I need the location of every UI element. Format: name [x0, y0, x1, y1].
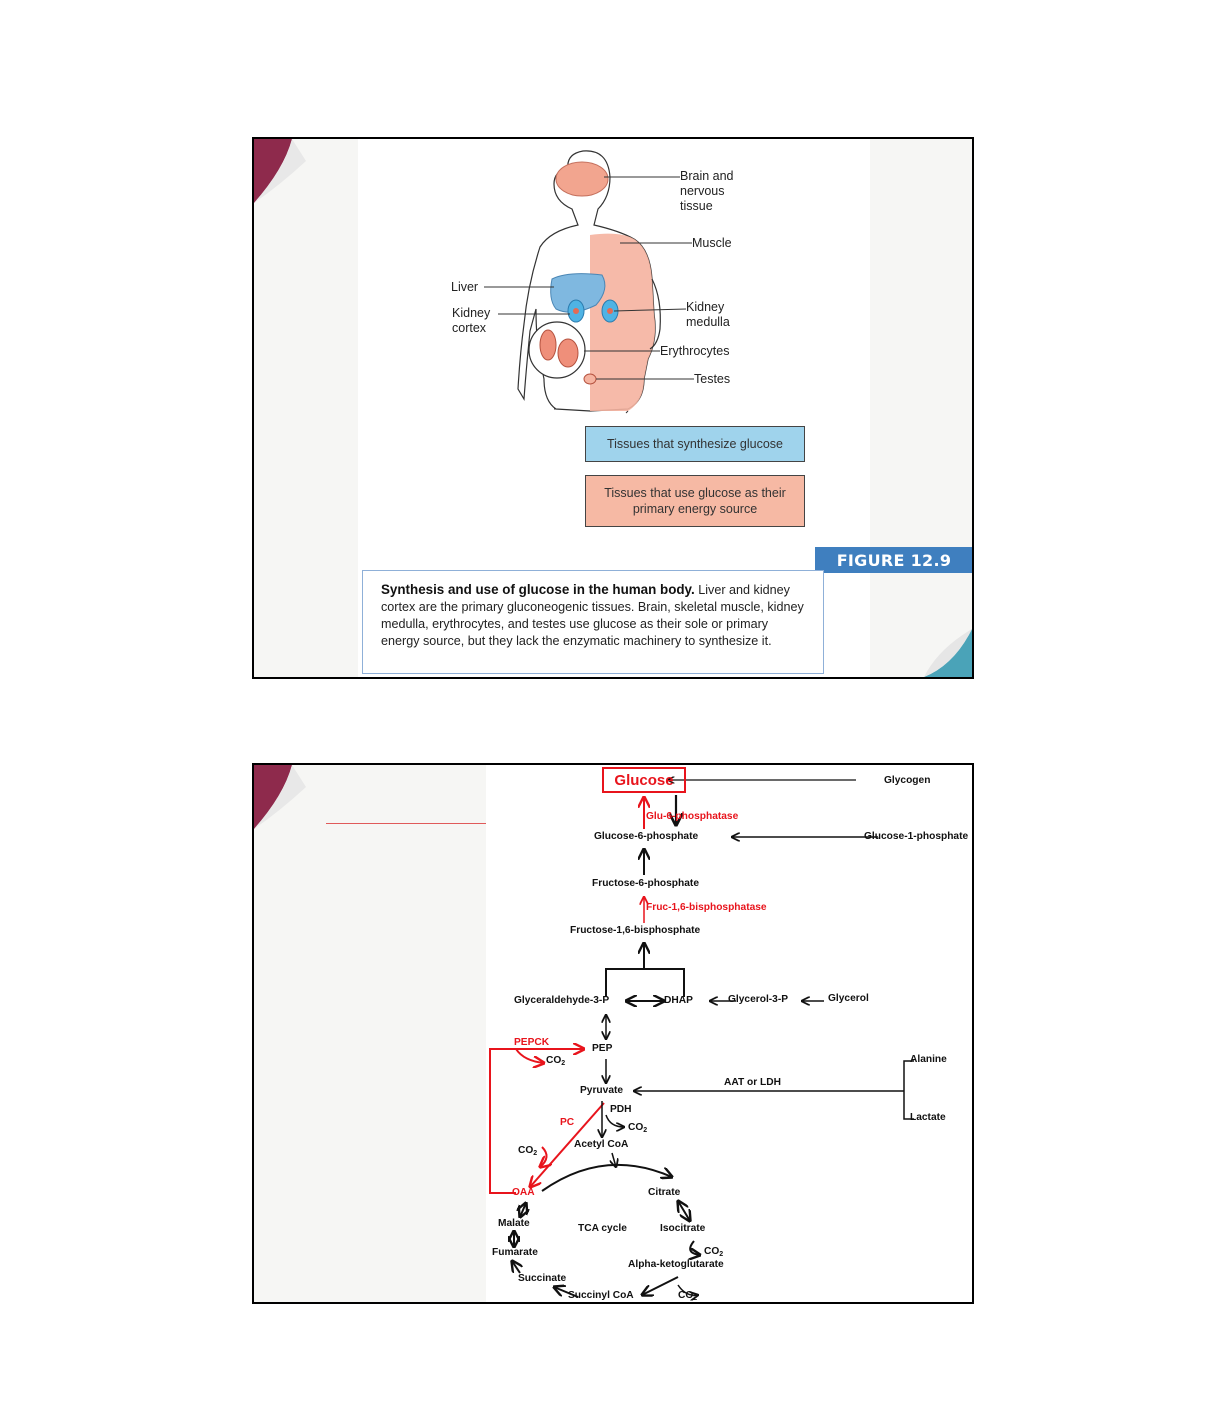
label-liver: Liver	[451, 280, 479, 294]
figure-tag: FIGURE 12.9	[815, 547, 972, 573]
label-brain: Brain and nervous tissue	[680, 169, 734, 213]
node-dhap: DHAP	[664, 995, 693, 1006]
node-alanine: Alanine	[910, 1054, 947, 1065]
co2-sub: 2	[533, 1150, 538, 1157]
enzyme-glu6phosphatase: Glu-6-phosphatase	[646, 811, 739, 822]
co2-text: CO	[628, 1122, 644, 1133]
node-glycerol: Glycerol	[828, 993, 869, 1004]
body-illustration	[484, 150, 694, 414]
node-acetyl-coa: Acetyl CoA	[574, 1139, 629, 1150]
label-kidney-cortex: Kidney cortex	[452, 306, 491, 335]
node-glycerol-3-p: Glycerol-3-P	[728, 994, 789, 1005]
caption-text: Liver and kidney cortex are the primary …	[381, 583, 804, 648]
node-succinate: Succinate	[518, 1273, 567, 1284]
co2-pepck: CO2	[546, 1055, 566, 1067]
node-glycogen: Glycogen	[884, 775, 931, 786]
node-glucose-6-phosphate: Glucose-6-phosphate	[594, 831, 699, 842]
page-curl-decoration	[254, 765, 306, 829]
pathway-arrows-main	[489, 765, 914, 1302]
slide-glucose-tissues: Brain and nervous tissue Muscle Liver Ki…	[252, 137, 974, 679]
co2-sub: 2	[719, 1251, 724, 1258]
legend-use-glucose: Tissues that use glucose as their primar…	[585, 475, 805, 527]
pathway-diagram: Glucose Glycogen Glu-6-phosphatase Gluco…	[486, 765, 972, 1302]
co2-pc: CO2	[518, 1145, 538, 1157]
node-alpha-ketoglutarate: Alpha-ketoglutarate	[628, 1259, 724, 1270]
node-citrate: Citrate	[648, 1187, 681, 1198]
co2-text: CO	[518, 1145, 534, 1156]
label-erythrocytes: Erythrocytes	[660, 344, 730, 358]
co2-text: CO	[546, 1055, 562, 1066]
page-curl-decoration	[254, 139, 306, 203]
label-muscle: Muscle	[692, 236, 732, 250]
node-oaa: OAA	[512, 1187, 535, 1198]
co2-succinyl: CO2	[678, 1290, 698, 1302]
node-malate: Malate	[498, 1218, 530, 1229]
slide-gluconeogenesis-pathway: Glucose Glycogen Glu-6-phosphatase Gluco…	[252, 763, 974, 1304]
co2-sub: 2	[643, 1127, 648, 1134]
node-fructose-6-phosphate: Fructose-6-phosphate	[592, 878, 699, 889]
node-lactate: Lactate	[910, 1112, 946, 1123]
title-underline	[326, 823, 486, 824]
node-isocitrate: Isocitrate	[660, 1223, 706, 1234]
legend-synthesize-glucose: Tissues that synthesize glucose	[585, 426, 805, 462]
node-fumarate: Fumarate	[492, 1247, 538, 1258]
node-glyceraldehyde-3-p: Glyceraldehyde-3-P	[514, 995, 610, 1006]
co2-sub: 2	[693, 1295, 698, 1302]
label-testes: Testes	[694, 372, 731, 386]
enzyme-aat-ldh: AAT or LDH	[724, 1077, 781, 1088]
enzyme-pdh: PDH	[610, 1104, 632, 1115]
enzyme-pc: PC	[560, 1117, 575, 1128]
enzyme-pepck: PEPCK	[514, 1037, 550, 1048]
co2-text: CO	[678, 1290, 694, 1301]
node-pyruvate: Pyruvate	[580, 1085, 624, 1096]
label-kidney-medulla: Kidney medulla	[686, 300, 730, 329]
glucose-box: Glucose	[602, 767, 686, 793]
node-fructose-1-6-bisphosphate: Fructose-1,6-bisphosphate	[570, 925, 701, 936]
co2-sub: 2	[561, 1060, 566, 1067]
co2-text: CO	[704, 1246, 720, 1257]
node-glucose-1-phosphate: Glucose-1-phosphate	[864, 831, 969, 842]
figure-caption: Synthesis and use of glucose in the huma…	[362, 570, 824, 674]
label-tca-cycle: TCA cycle	[578, 1223, 627, 1234]
co2-pdh: CO2	[628, 1122, 648, 1134]
caption-title: Synthesis and use of glucose in the huma…	[381, 582, 695, 597]
node-succinyl-coa: Succinyl CoA	[568, 1290, 634, 1301]
node-pep: PEP	[592, 1043, 613, 1054]
page-curl-decoration	[924, 629, 972, 677]
co2-isocitrate: CO2	[704, 1246, 724, 1258]
enzyme-fruc16bisphosphatase: Fruc-1,6-bisphosphatase	[646, 902, 767, 913]
